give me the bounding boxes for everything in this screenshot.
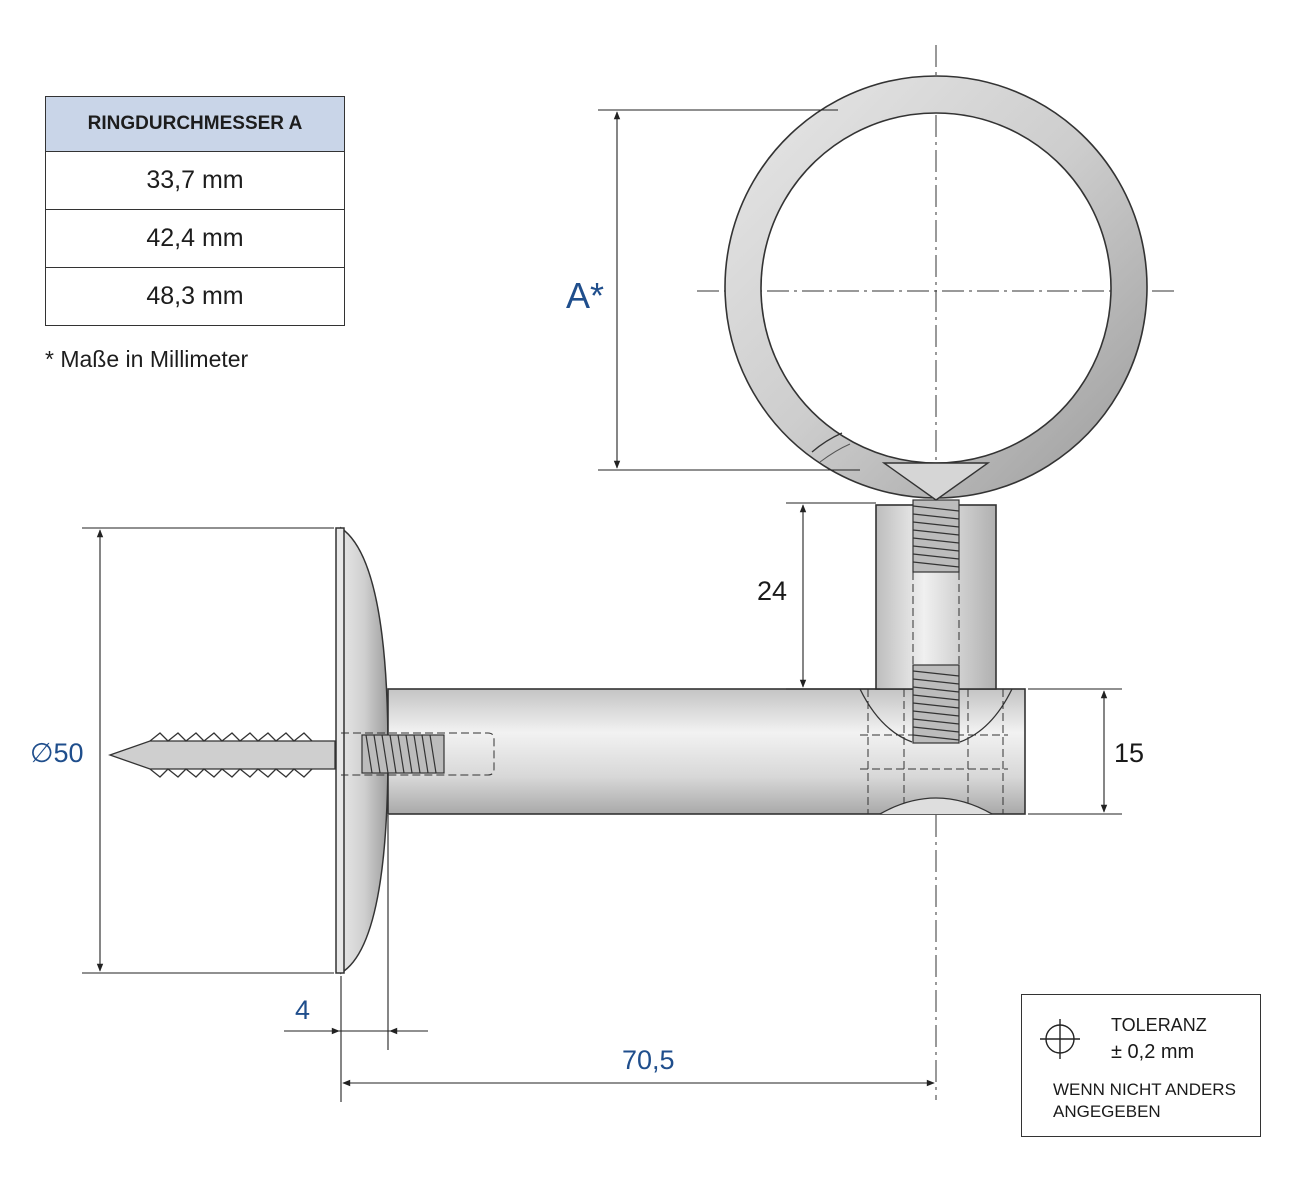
tolerance-value: ± 0,2 mm bbox=[1111, 1041, 1195, 1063]
vertical-post bbox=[875, 499, 997, 744]
dimension-label-bar-height: 15 bbox=[1114, 738, 1145, 768]
dimension-label-total-length: 70,5 bbox=[622, 1045, 675, 1075]
tolerance-title: TOLERANZ bbox=[1111, 1015, 1207, 1035]
wood-screw bbox=[108, 732, 336, 778]
ring-diameter-table: RINGDURCHMESSER A 33,7 mm 42,4 mm 48,3 m… bbox=[45, 96, 345, 326]
footnote: * Maße in Millimeter bbox=[45, 346, 249, 372]
table-cell: 48,3 mm bbox=[45, 267, 345, 326]
dimension-label-ring-diameter: A* bbox=[566, 275, 605, 316]
dimension-lines bbox=[82, 109, 1122, 1102]
table-cell: 33,7 mm bbox=[45, 151, 345, 210]
table-row: 48,3 mm bbox=[45, 267, 345, 326]
ring bbox=[724, 75, 1148, 501]
dimension-label-post-height: 24 bbox=[757, 576, 788, 606]
threaded-stud bbox=[361, 734, 445, 774]
tolerance-note: WENN NICHT ANDERS ANGEGEBEN bbox=[1053, 1080, 1236, 1121]
table-header: RINGDURCHMESSER A bbox=[45, 96, 345, 152]
table-row: 33,7 mm bbox=[45, 151, 345, 210]
tolerance-box: TOLERANZ ± 0,2 mm WENN NICHT ANDERS ANGE… bbox=[1021, 994, 1261, 1137]
table-cell: 42,4 mm bbox=[45, 209, 345, 268]
dimension-label-plate-diameter: ∅50 bbox=[30, 738, 84, 768]
table-row: 42,4 mm bbox=[45, 209, 345, 268]
crosshair-icon bbox=[1038, 1017, 1082, 1066]
dimension-label-plate-thickness: 4 bbox=[295, 995, 311, 1025]
lower-thread bbox=[912, 664, 960, 744]
upper-thread bbox=[912, 499, 960, 573]
